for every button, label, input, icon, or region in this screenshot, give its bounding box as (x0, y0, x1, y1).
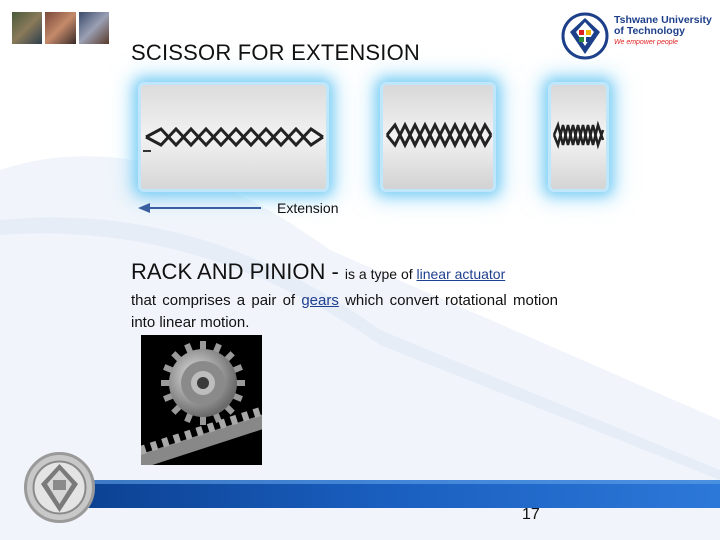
linear-actuator-link[interactable]: linear actuator (416, 266, 506, 282)
rack-pinion-title: RACK AND PINION - (131, 259, 345, 284)
university-name-line1: Tshwane University (614, 14, 712, 26)
rack-pinion-intro: is a type of (344, 266, 417, 282)
header-photo-1 (12, 12, 42, 44)
scissor-linkage-mid (385, 121, 493, 149)
extension-arrow (138, 203, 261, 213)
header-photos (12, 12, 109, 44)
university-name: Tshwane University of Technology (614, 15, 712, 37)
rack-pinion-heading: RACK AND PINION - is a type of linear ac… (131, 259, 505, 285)
university-name-line2: of Technology (614, 25, 685, 37)
rack-pinion-image (136, 335, 269, 469)
university-tagline: We empower people (614, 39, 679, 46)
scissor-image-mid (383, 85, 493, 189)
scissor-image-retracted (551, 85, 606, 189)
scissor-linkage-retracted (552, 120, 605, 150)
description-part1: that comprises a pair of (131, 292, 302, 309)
university-crest-icon (561, 12, 609, 60)
gears-link[interactable]: gears (301, 292, 339, 309)
slide-title: SCISSOR FOR EXTENSION (131, 40, 421, 65)
rack-pinion-graphic (136, 341, 269, 469)
description-part2: which convert rotational motion into lin… (131, 292, 558, 331)
page-number: 17 (522, 506, 540, 523)
rack-pinion-description: that comprises a pair of gears which con… (131, 290, 558, 334)
watermark-crest-icon (24, 452, 95, 523)
header-photo-2 (45, 12, 76, 44)
extension-label: Extension (277, 200, 339, 216)
scissor-image-extended (141, 85, 326, 189)
scissor-linkage-extended (143, 126, 324, 152)
header-photo-3 (79, 12, 109, 44)
